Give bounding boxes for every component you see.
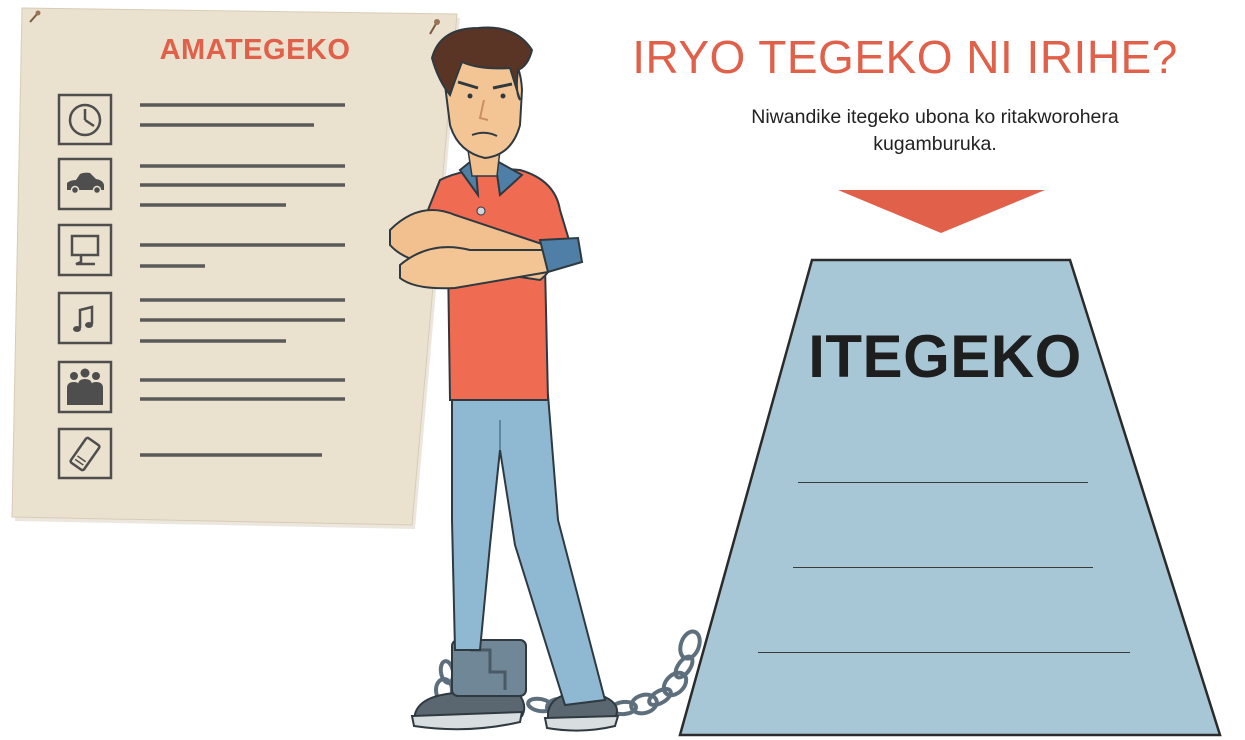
music-note-icon [73,305,94,332]
rules-sheet-title: AMATEGEKO [159,34,351,66]
answer-line[interactable] [798,482,1088,483]
instruction-text: Niwandike itegeko ubona ko ritakworohera… [751,106,1119,155]
rule-row [57,427,322,480]
rule-row [57,157,345,211]
man-character [389,26,620,732]
shackle [451,639,527,697]
monitor-icon [70,234,100,266]
phone-icon [69,436,101,472]
pin-icon [29,10,41,23]
answer-line[interactable] [758,652,1130,653]
rule-row [57,93,345,146]
car-icon [67,172,104,195]
pin-icon [429,19,440,35]
rule-row [57,223,345,277]
page-title: IRYO TEGEKO NI IRIHE? [632,31,1178,83]
shoe [410,692,526,731]
rules-sheet [11,7,460,529]
rule-row [57,360,345,414]
down-arrow-icon [838,190,1045,233]
weight-block [678,258,1222,737]
rule-row [57,291,345,345]
clock-icon [68,103,102,137]
answer-line[interactable] [793,567,1093,568]
weight-label: ITEGEKO [808,323,1082,390]
group-icon [67,368,103,405]
